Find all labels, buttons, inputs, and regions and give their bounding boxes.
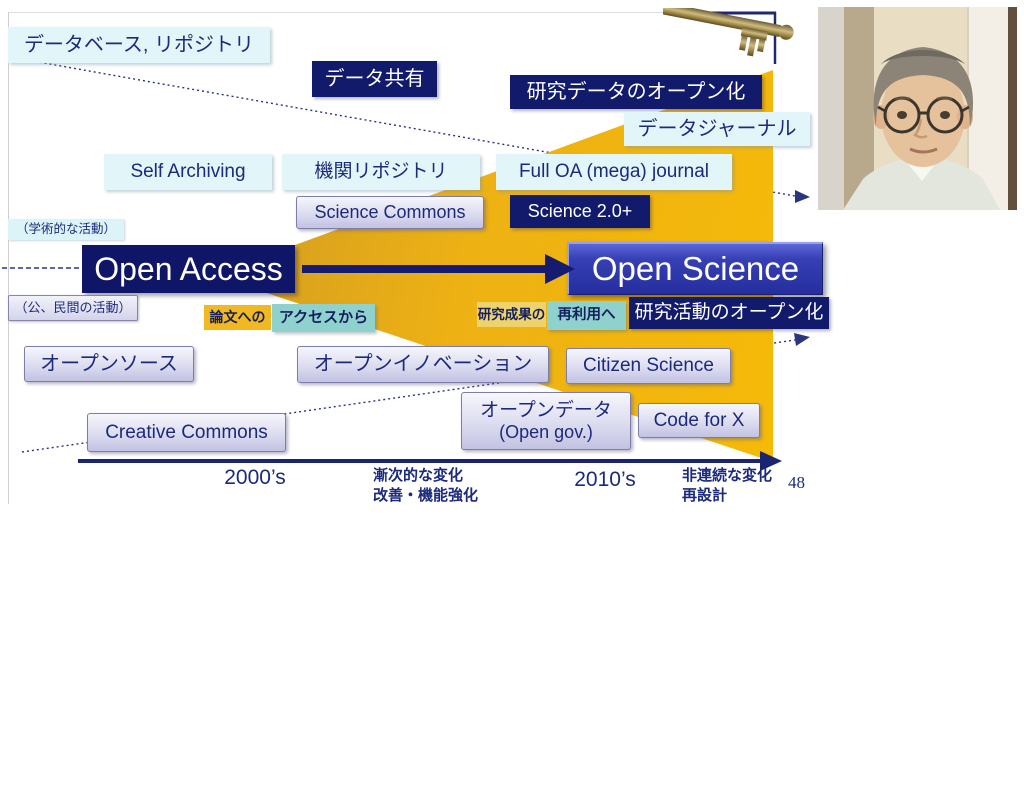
box-open-science: Open Science bbox=[567, 242, 823, 295]
box-code-for-x-label: Code for X bbox=[653, 409, 745, 431]
box-self-archiving-label: Self Archiving bbox=[130, 161, 246, 183]
box-science-2-0: Science 2.0+ bbox=[510, 195, 650, 228]
box-data-journal-label: データジャーナル bbox=[637, 117, 797, 140]
box-citizen-science: Citizen Science bbox=[566, 348, 731, 384]
box-data-sharing: データ共有 bbox=[312, 61, 437, 97]
box-from-papers: 論文への bbox=[204, 305, 271, 330]
timeline-label-2000s: 2000’s bbox=[210, 465, 300, 491]
label-academic-activity: （学術的な活動） bbox=[8, 219, 124, 240]
label-academic-activity-text: （学術的な活動） bbox=[15, 222, 116, 237]
label-public-private-activity: （公、民間の活動） bbox=[8, 295, 138, 321]
box-open-innovation: オープンイノベーション bbox=[297, 346, 549, 383]
box-research-data-open-label: 研究データのオープン化 bbox=[526, 80, 746, 103]
discontinuous-change-line2: 再設計 bbox=[682, 486, 728, 504]
box-open-innovation-label: オープンイノベーション bbox=[313, 353, 533, 375]
box-from-access-label: アクセスから bbox=[278, 309, 369, 327]
box-open-data-label: オープンデータ bbox=[480, 399, 612, 421]
key-icon bbox=[663, 8, 808, 64]
portrait-photo bbox=[818, 7, 1017, 210]
box-research-outputs-label: 研究成果の bbox=[477, 306, 546, 322]
box-research-activity-open: 研究活動のオープン化 bbox=[629, 297, 829, 329]
box-full-oa-journal: Full OA (mega) journal bbox=[496, 154, 732, 190]
gradual-change-line1: 漸次的な変化 bbox=[373, 467, 464, 484]
timeline-label-gradual-change: 漸次的な変化 改善・機能強化 bbox=[373, 466, 513, 505]
box-research-activity-open-label: 研究活動のオープン化 bbox=[634, 302, 824, 324]
box-database-repository-label: データベース, リポジトリ bbox=[23, 33, 255, 56]
timeline-label-2000s-text: 2000’s bbox=[224, 465, 286, 489]
box-institutional-repository: 機関リポジトリ bbox=[282, 154, 480, 190]
box-database-repository: データベース, リポジトリ bbox=[8, 27, 270, 63]
box-creative-commons-label: Creative Commons bbox=[105, 421, 268, 443]
box-institutional-repository-label: 機関リポジトリ bbox=[314, 161, 448, 183]
box-data-sharing-label: データ共有 bbox=[324, 67, 425, 90]
gradual-change-line2: 改善・機能強化 bbox=[373, 486, 479, 504]
box-science-commons: Science Commons bbox=[296, 196, 484, 229]
timeline-label-2010s-text: 2010’s bbox=[574, 467, 636, 491]
timeline-label-discontinuous-change: 非連続な変化 再設計 bbox=[682, 466, 802, 505]
box-open-data: オープンデータ (Open gov.) bbox=[461, 392, 631, 450]
box-code-for-x: Code for X bbox=[638, 403, 760, 438]
box-open-science-label: Open Science bbox=[591, 250, 800, 288]
box-full-oa-journal-label: Full OA (mega) journal bbox=[518, 161, 710, 183]
box-from-access: アクセスから bbox=[272, 304, 375, 332]
box-research-data-open: 研究データのオープン化 bbox=[510, 75, 762, 109]
box-to-reuse: 再利用へ bbox=[547, 301, 626, 330]
timeline-label-2010s: 2010’s bbox=[560, 467, 650, 493]
label-public-private-activity-text: （公、民間の活動） bbox=[14, 299, 132, 315]
box-data-journal: データジャーナル bbox=[624, 112, 810, 146]
page-number-text: 48 bbox=[788, 473, 805, 492]
box-research-outputs: 研究成果の bbox=[477, 302, 546, 327]
discontinuous-change-line1: 非連続な変化 bbox=[682, 467, 773, 484]
box-science-commons-label: Science Commons bbox=[314, 202, 466, 223]
box-citizen-science-label: Citizen Science bbox=[583, 355, 714, 377]
box-to-reuse-label: 再利用へ bbox=[557, 307, 616, 324]
box-creative-commons: Creative Commons bbox=[87, 413, 286, 452]
box-open-access: Open Access bbox=[82, 245, 295, 293]
box-open-data-sublabel: (Open gov.) bbox=[499, 421, 593, 442]
box-open-access-label: Open Access bbox=[94, 250, 283, 287]
slide-left-border bbox=[8, 12, 9, 504]
box-from-papers-label: 論文への bbox=[209, 309, 266, 326]
page-number: 48 bbox=[788, 473, 818, 493]
box-self-archiving: Self Archiving bbox=[104, 154, 272, 190]
slide-top-border bbox=[8, 12, 808, 13]
box-open-source-label: オープンソース bbox=[40, 352, 178, 375]
box-open-source: オープンソース bbox=[24, 346, 194, 382]
box-science-2-0-label: Science 2.0+ bbox=[527, 201, 633, 222]
